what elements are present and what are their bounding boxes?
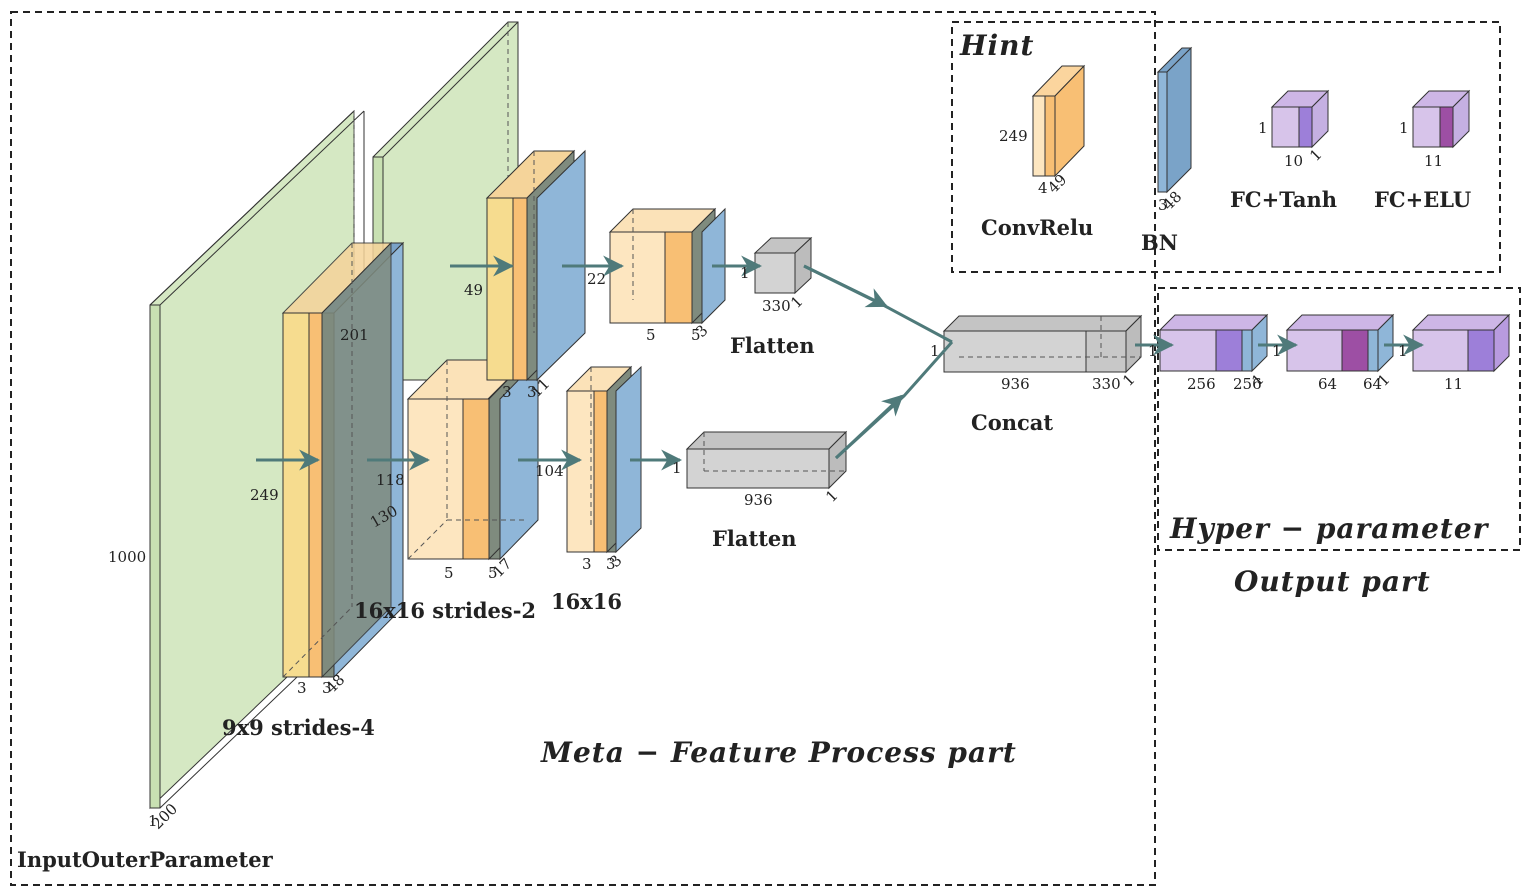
label-flatten-bottom: Flatten [712,526,797,551]
dim-c2t-h: 49 [464,281,483,299]
dim-cc-w2: 330 [1092,375,1121,393]
dim-fb-d: 1 [822,486,841,505]
title-hyper-parameter: Hyper − parameter [1169,512,1490,545]
dim-lg-tanh-w: 10 [1284,152,1303,170]
dim-c2b-b: 5 [488,564,498,582]
dim-c3t-a: 5 [646,326,656,344]
label-conv2: 16x16 strides-2 [354,598,536,623]
label-flatten-top: Flatten [730,333,815,358]
output-fc2-block [1285,313,1395,373]
conv2-top-block [485,149,586,382]
dim-conv1-h: 249 [250,486,279,504]
dim-input-w: 1 [148,812,158,830]
label-conv3: 16x16 [551,589,622,614]
dim-o2-w2: 64 [1363,375,1382,393]
title-output-part: Output part [1234,565,1431,598]
dim-conv1-a: 3 [297,679,307,697]
legend-convrelu [1031,64,1086,178]
dim-lg-conv-h: 249 [999,127,1028,145]
legend-label-fc-tanh: FC+Tanh [1230,187,1337,212]
output-fc3-block [1411,313,1511,373]
section-titles: Hint Meta − Feature Process part Hyper −… [540,29,1490,769]
flatten-bottom-block [685,430,848,490]
flatten-top-block [753,236,813,295]
dim-ft-w: 330 [762,297,791,315]
arrows [256,255,1425,471]
hint-frame [951,21,1501,273]
dim-c3t-h: 22 [587,270,606,288]
title-meta-feature: Meta − Feature Process part [540,736,1017,769]
dim-fb-w: 936 [744,491,773,509]
dim-c2t-b: 3 [527,383,537,401]
conv3-top-block [608,207,726,325]
dim-o3-h: 1 [1398,342,1408,360]
dim-o1-w2: 256 [1233,375,1262,393]
label-concat: Concat [971,410,1053,435]
label-conv1: 9x9 strides-4 [222,715,375,740]
dim-c3b-b: 3 [606,555,616,573]
legend-label-convrelu: ConvRelu [981,215,1093,240]
dim-lg-elu-w: 11 [1424,152,1443,170]
label-input: InputOuterParameter [17,847,274,872]
dim-o3-w: 11 [1444,375,1463,393]
dim-cc-h: 1 [930,342,940,360]
dim-c3b-h: 104 [535,462,564,480]
legend-label-bn: BN [1141,230,1178,255]
dim-cc-w1: 936 [1001,375,1030,393]
title-hint: Hint [959,29,1034,62]
dim-o2-h: 1 [1272,342,1282,360]
dim-lg-tanh-h: 1 [1258,119,1268,137]
dim-cc-d: 1 [1119,370,1138,389]
legend-fc-tanh [1270,89,1330,149]
dim-input-h: 1000 [108,548,146,566]
layer-labels: InputOuterParameter 9x9 strides-4 16x16 … [17,187,1471,872]
dim-c3t-b: 5 [691,326,701,344]
dim-c2b-h: 118 [376,471,405,489]
dim-lg-bn-a: 3 [1158,196,1168,214]
dim-c2t-a: 3 [502,383,512,401]
dim-lg-elu-h: 1 [1399,119,1409,137]
dim-o1-w1: 256 [1187,375,1216,393]
legend-bn [1156,46,1193,194]
dim-ft-h: 1 [740,264,750,282]
dim-o1-h: 1 [1148,342,1158,360]
output-frame [1157,287,1521,551]
dim-lg-tanh-d: 1 [1306,145,1325,164]
dim-c3b-a: 3 [582,555,592,573]
dim-o2-w1: 64 [1318,375,1337,393]
concat-block [942,314,1143,374]
output-fc1-block [1158,313,1269,373]
dim-conv1-b: 3 [322,679,332,697]
conv3-bottom-block [565,365,642,554]
legend-label-fc-elu: FC+ELU [1374,187,1471,212]
dim-top-plane-h: 201 [340,326,369,344]
dim-c2b-a: 5 [444,564,454,582]
dim-fb-h: 1 [672,459,682,477]
dim-lg-conv-a: 4 [1038,179,1048,197]
legend-fc-elu [1411,89,1471,149]
